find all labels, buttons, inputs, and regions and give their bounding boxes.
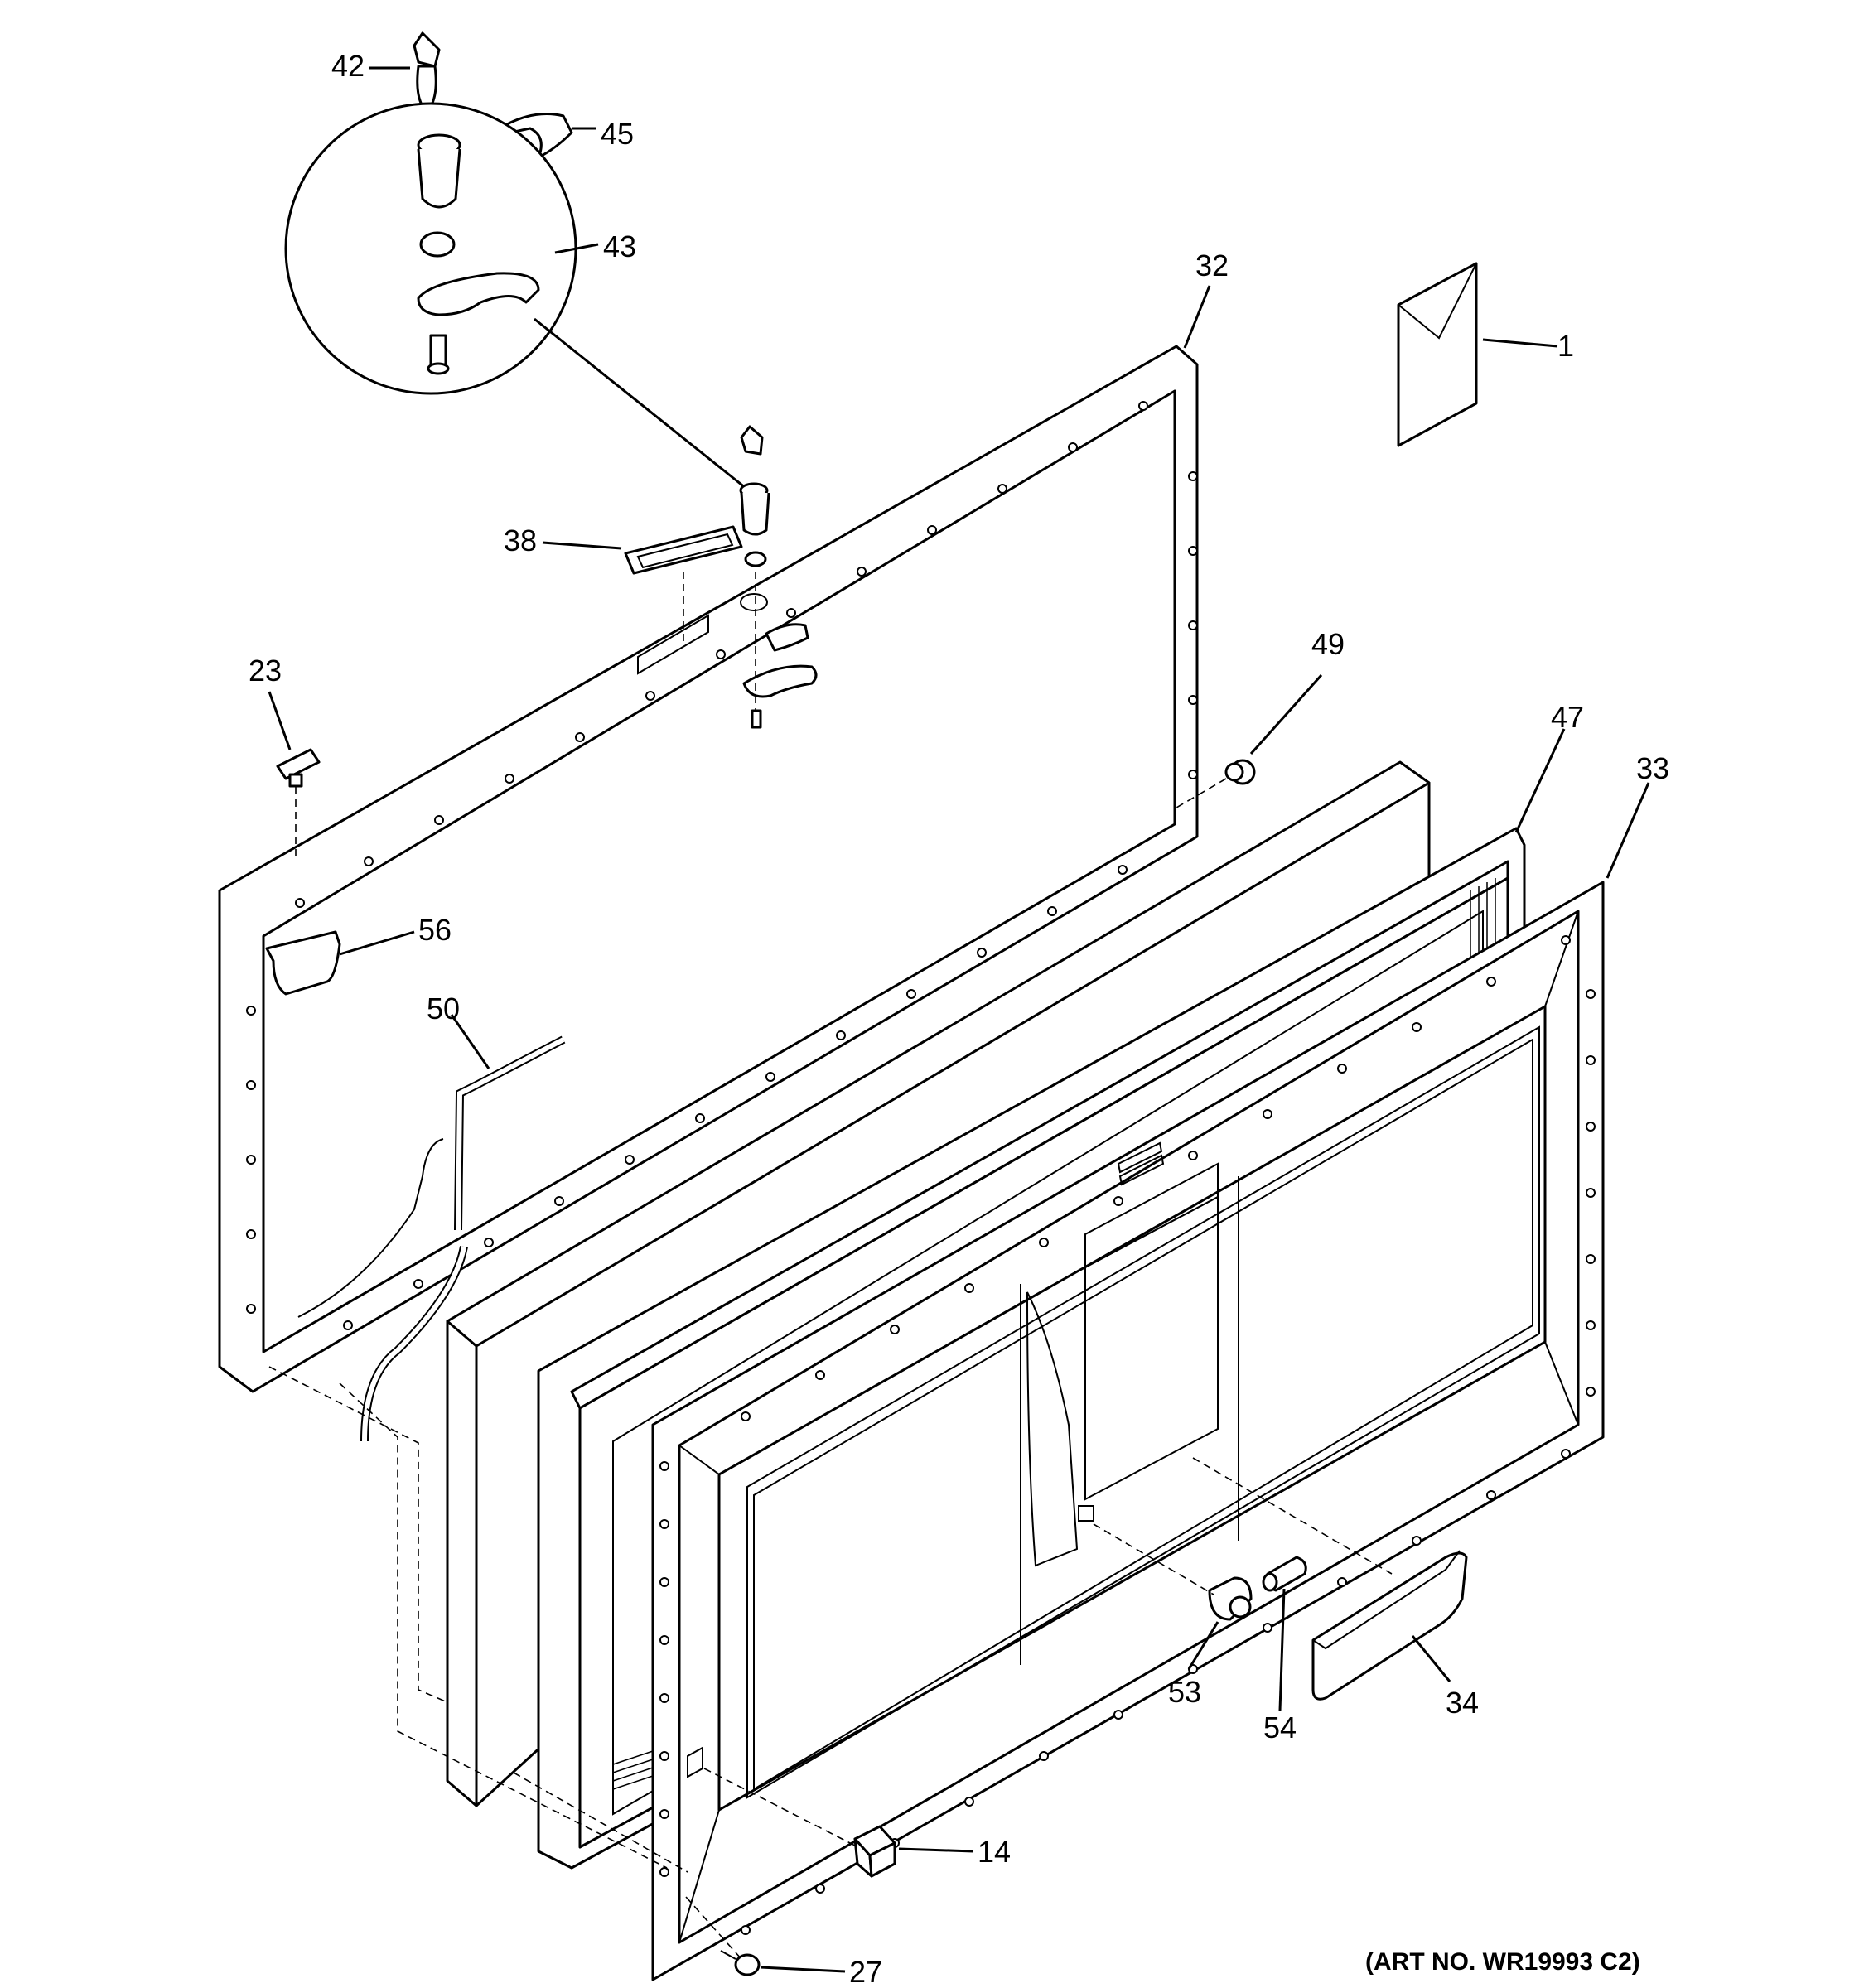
part-1-manual xyxy=(1397,262,1478,447)
callout-43: 43 xyxy=(603,229,636,263)
callout-38: 38 xyxy=(504,524,537,557)
part-49-plug xyxy=(1176,759,1256,808)
callout-27: 27 xyxy=(849,1955,882,1988)
part-54-bulb xyxy=(1262,1556,1307,1592)
callout-56: 56 xyxy=(418,913,452,947)
assembly-lines xyxy=(268,1366,1393,1960)
callout-14: 14 xyxy=(978,1835,1011,1869)
part-53-light-socket xyxy=(1208,1576,1253,1621)
callout-23: 23 xyxy=(249,654,282,688)
part-42-key xyxy=(413,31,441,113)
callout-34: 34 xyxy=(1446,1686,1479,1720)
callouts: 42 45 43 32 1 38 23 49 47 33 56 50 53 54… xyxy=(249,49,1669,1988)
callout-33: 33 xyxy=(1636,751,1669,785)
part-34-handle-trim xyxy=(1311,1550,1468,1701)
callout-45: 45 xyxy=(601,117,634,151)
callout-1: 1 xyxy=(1557,329,1574,363)
part-50-tube xyxy=(297,1035,566,1442)
callout-47: 47 xyxy=(1551,700,1584,734)
part-23-switch xyxy=(276,748,321,861)
lock-parts-exploded xyxy=(739,425,818,729)
part-27-screw xyxy=(720,1950,761,1976)
callout-32: 32 xyxy=(1195,248,1229,282)
part-43-lock-detail xyxy=(284,102,751,493)
part-33-outer-liner xyxy=(651,881,1605,1981)
callout-42: 42 xyxy=(331,49,365,83)
part-38-handle xyxy=(624,525,743,642)
callout-54: 54 xyxy=(1263,1711,1297,1744)
callout-53: 53 xyxy=(1168,1675,1201,1709)
callout-49: 49 xyxy=(1311,627,1345,661)
part-32-gasket xyxy=(218,345,1199,1393)
part-14-switch xyxy=(853,1825,896,1878)
leader-lines xyxy=(268,66,1650,1973)
part-56-bracket xyxy=(265,930,341,996)
art-number: (ART NO. WR19993 C2) xyxy=(1365,1948,1640,1976)
callout-50: 50 xyxy=(427,992,460,1025)
